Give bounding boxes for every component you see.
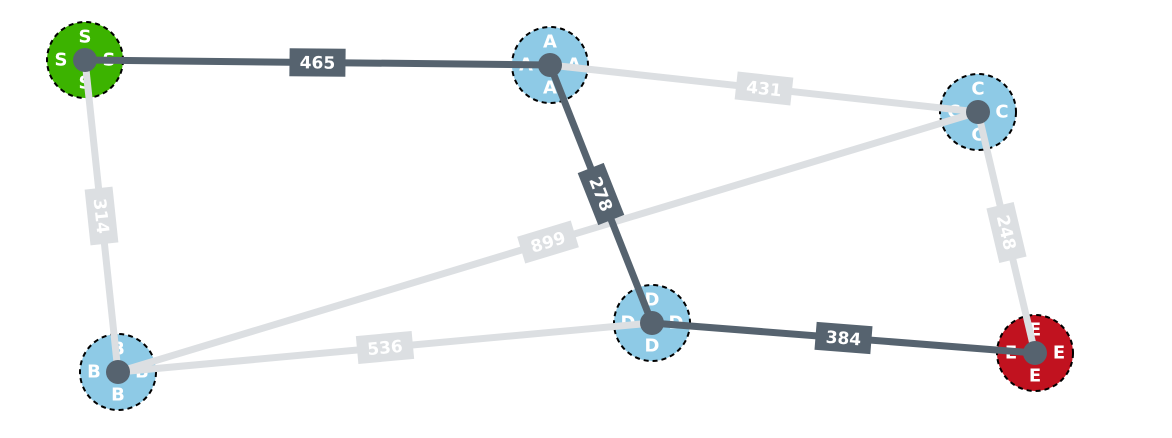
edge-C-E[interactable]: 248	[974, 111, 1039, 354]
node-label: B	[111, 385, 125, 406]
edge-S-B[interactable]: 314	[81, 59, 122, 373]
edge-weight-box	[986, 202, 1027, 263]
edge-weight-badge: 278	[577, 162, 625, 226]
node-dot-S[interactable]	[73, 48, 97, 72]
edge-weight-label: 431	[745, 78, 782, 102]
edge-weight-label: 384	[825, 328, 862, 351]
edge-weight-label: 314	[89, 197, 113, 235]
node-dot-B[interactable]	[106, 360, 130, 384]
edge-weight-box	[814, 321, 873, 355]
edge-weight-box	[355, 331, 415, 364]
node-label: B	[87, 362, 101, 383]
edge-A-D[interactable]: 278	[546, 63, 656, 325]
edge-weight-box	[577, 162, 625, 226]
edge-weight-box	[734, 71, 794, 106]
edge-B-D[interactable]: 536	[117, 319, 653, 376]
node-label: S	[79, 27, 92, 48]
node-circles: SSSSAAAACCCCBBBBDDDDEEEE	[46, 21, 1074, 411]
node-dot-E[interactable]	[1023, 341, 1047, 365]
node-dot-A[interactable]	[538, 53, 562, 77]
node-label: S	[55, 50, 68, 71]
edge-weight-badge: 384	[814, 321, 873, 355]
edge-weight-badge: 431	[734, 71, 794, 106]
edge-weight-box	[517, 220, 579, 264]
node-label: C	[971, 79, 984, 100]
node-dot-D[interactable]	[640, 311, 664, 335]
node-label: A	[543, 32, 557, 53]
node-dots	[73, 48, 1047, 384]
edge-weight-badge: 465	[289, 48, 346, 77]
edge-weight-box	[289, 48, 346, 77]
node-label: E	[1029, 366, 1041, 387]
node-label: C	[995, 102, 1008, 123]
edges: 431 314 899 536 248 465 278 384	[81, 48, 1039, 376]
edge-weight-badge: 314	[84, 186, 119, 246]
edge-A-C[interactable]: 431	[549, 61, 979, 116]
node-label: E	[1053, 343, 1065, 364]
node-label: D	[645, 336, 660, 357]
edge-weight-badge: 899	[517, 220, 579, 264]
edge-weight-badge: 536	[355, 331, 415, 364]
edge-D-E[interactable]: 384	[651, 319, 1036, 357]
edge-weight-badge: 248	[986, 202, 1027, 263]
edge-weight-label: 536	[367, 337, 404, 360]
edge-weight-label: 465	[300, 53, 336, 73]
edge-S-A[interactable]: 465	[84, 48, 551, 77]
node-dot-C[interactable]	[966, 100, 990, 124]
edge-weight-box	[84, 186, 119, 246]
